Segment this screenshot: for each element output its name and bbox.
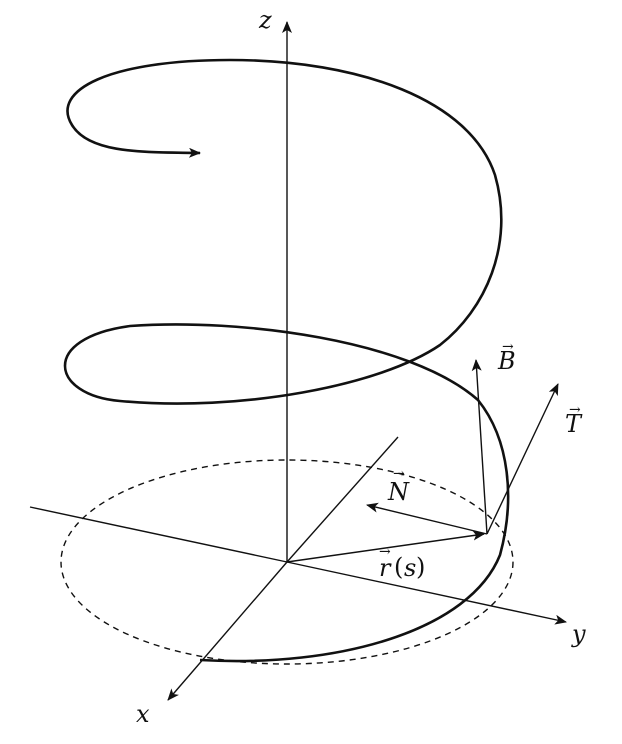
position-vector-r: [286, 530, 485, 563]
position-argument: s: [404, 554, 416, 582]
tangent-label: → T: [565, 402, 583, 438]
normal-symbol: N: [387, 478, 410, 506]
tangent-vector-t: [486, 383, 559, 535]
helix-curve: [63, 58, 510, 663]
x-axis: [167, 561, 288, 701]
base-circle-dashed: [60, 459, 514, 665]
y-axis: [286, 561, 567, 625]
x-axis-back: [286, 436, 399, 563]
position-label: → r ( s ): [379, 544, 425, 582]
tangent-arrow-accent: →: [569, 402, 581, 418]
normal-arrow-accent: →: [393, 466, 405, 482]
y-axis-label: y: [571, 620, 586, 648]
x-axis-label: x: [136, 700, 150, 728]
normal-vector-n: [366, 502, 488, 535]
binormal-symbol: B: [497, 347, 516, 375]
z-axis-label: z: [258, 6, 272, 34]
position-paren-open: (: [394, 553, 403, 581]
y-axis-back: [29, 506, 288, 563]
position-symbol: r: [379, 554, 392, 582]
normal-label: → N: [387, 466, 410, 506]
binormal-label: → B: [497, 339, 516, 375]
binormal-arrow-accent: →: [502, 339, 514, 355]
position-arrow-accent: →: [379, 544, 391, 560]
tangent-symbol: T: [565, 410, 583, 438]
binormal-vector-b: [471, 359, 488, 535]
position-paren-close: ): [416, 553, 425, 581]
